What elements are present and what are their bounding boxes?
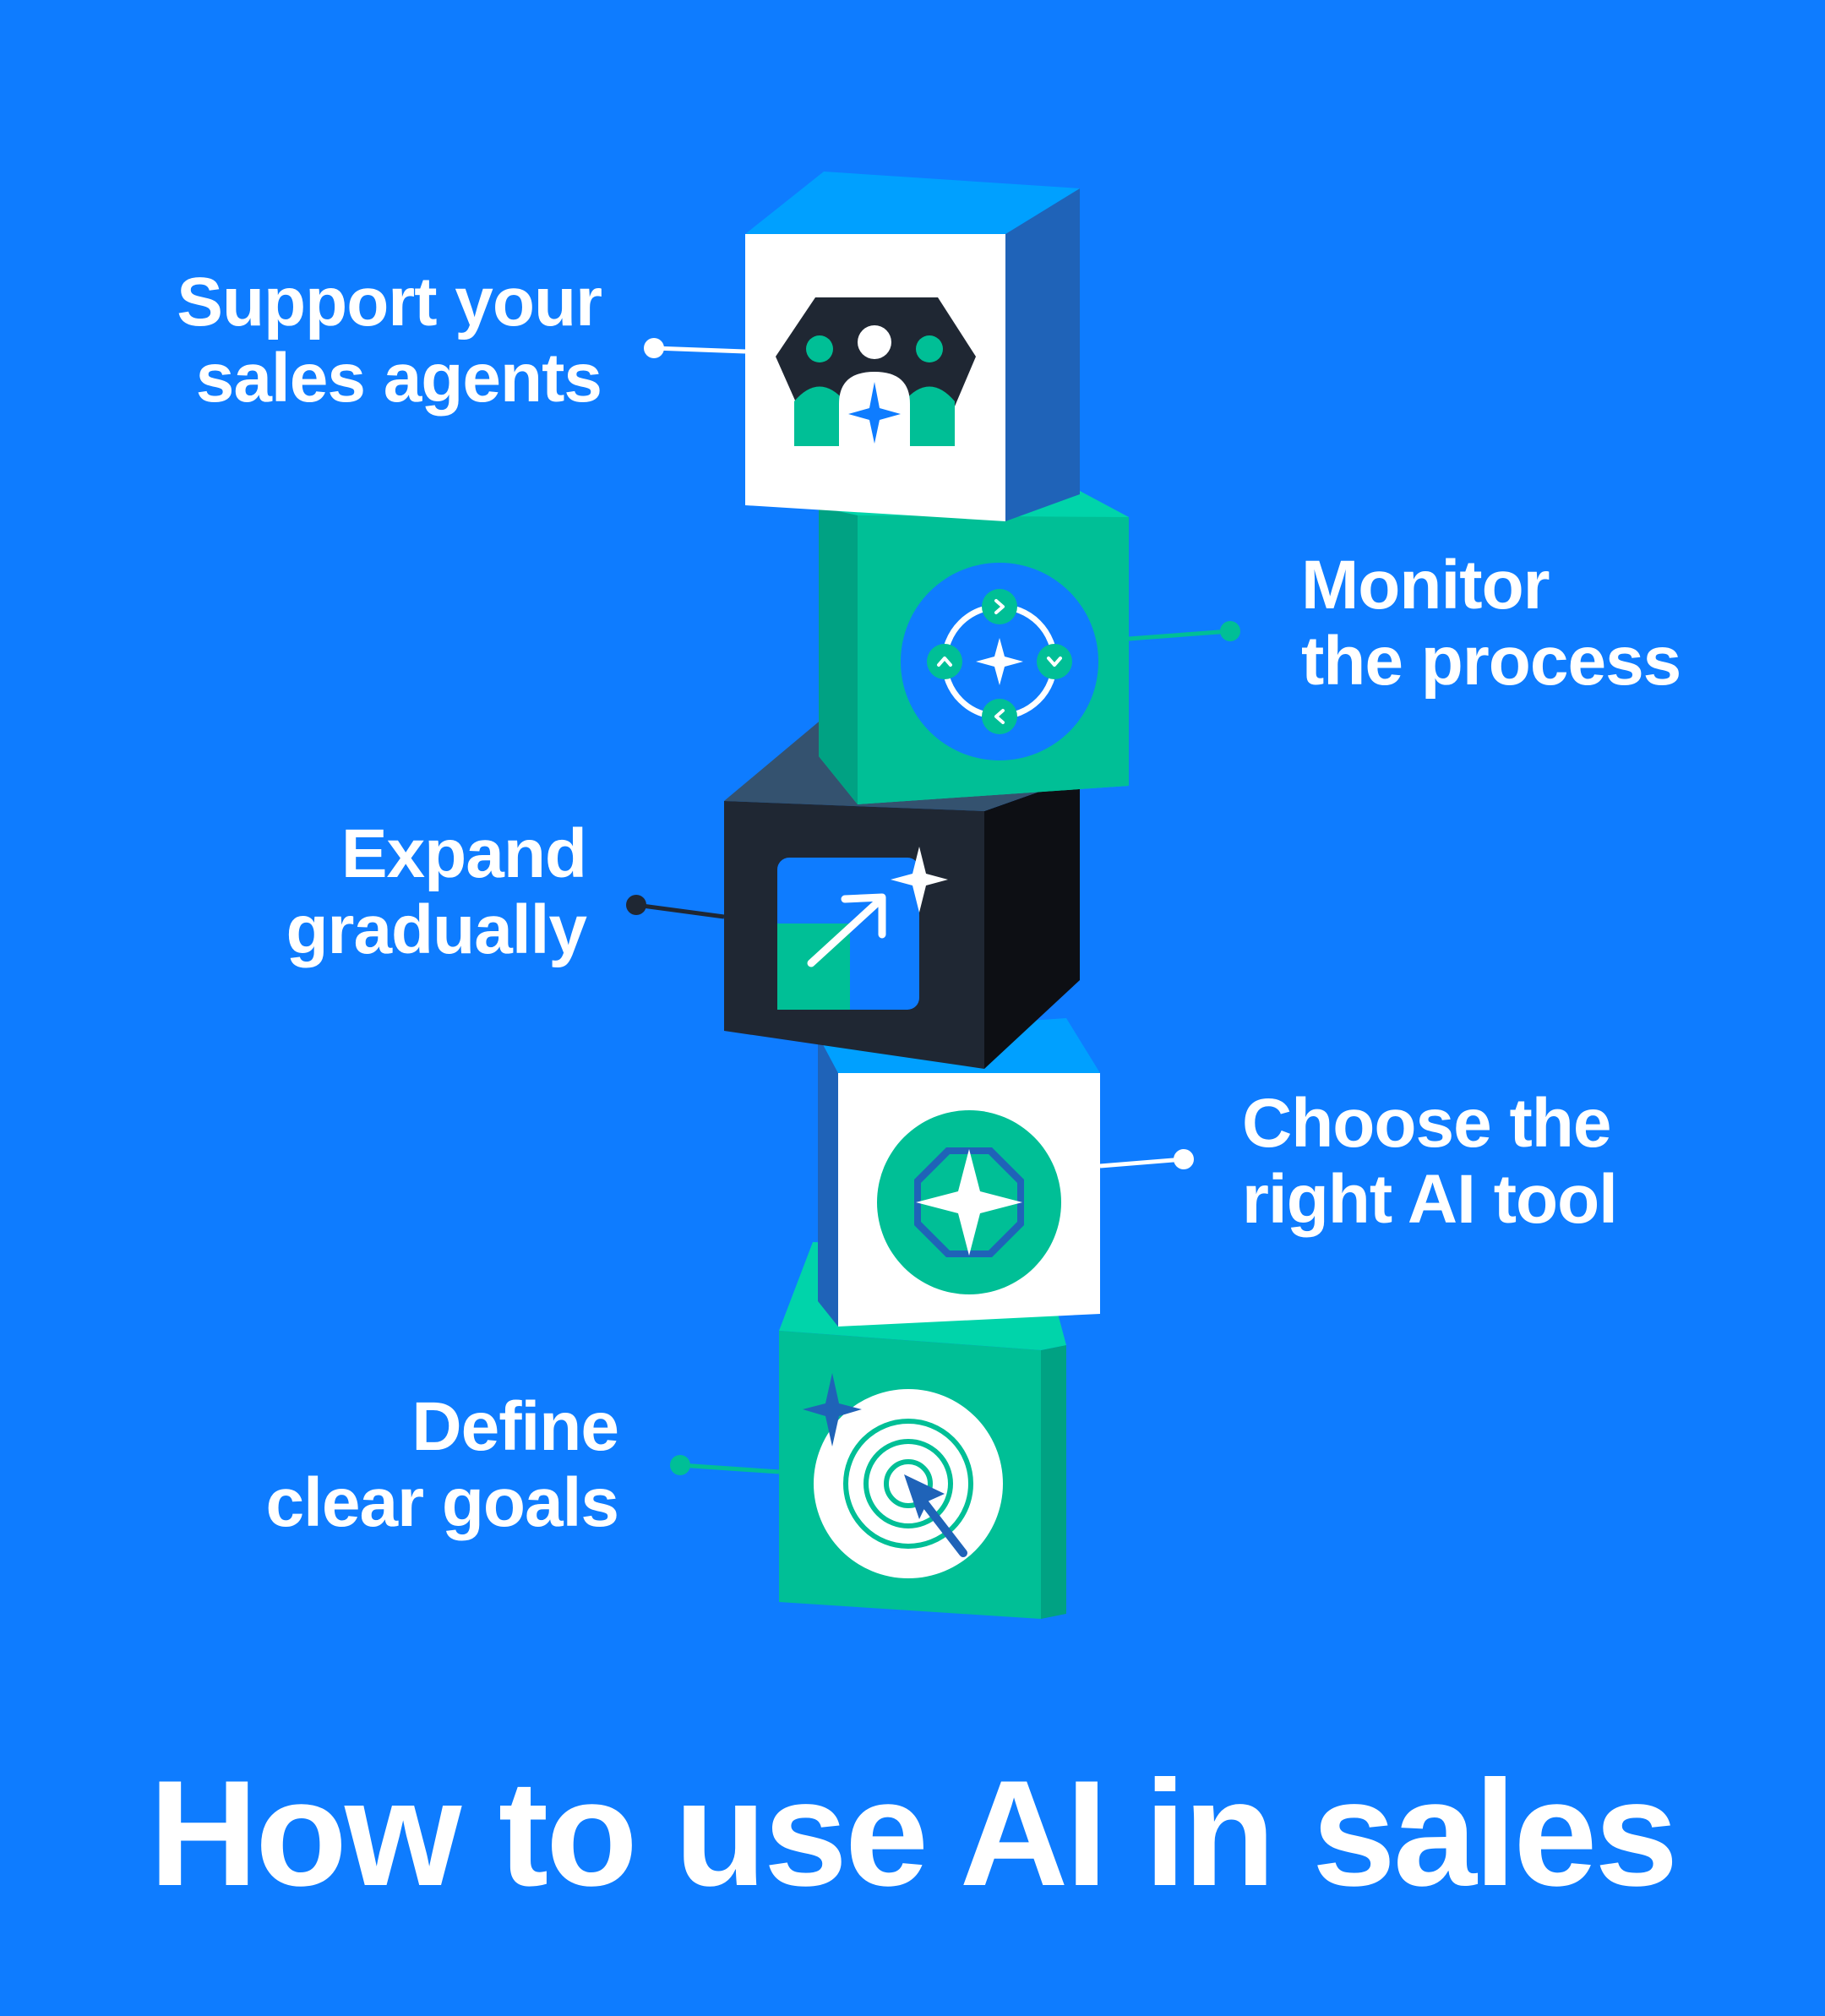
label-define-goals: Define clear goals <box>265 1388 619 1541</box>
connector-define-goals <box>670 1455 780 1475</box>
page-title: How to use AI in sales <box>149 1749 1679 1917</box>
block-choose-tool <box>818 1018 1100 1327</box>
connector-expand-gradually <box>626 895 725 919</box>
block-support-agents <box>745 172 1080 521</box>
crosshair-sparkle-icon <box>901 563 1098 760</box>
label-choose-tool-line1: Choose the <box>1242 1085 1611 1162</box>
label-define-goals-line2: clear goals <box>265 1464 619 1541</box>
connector-monitor-process <box>1128 621 1240 641</box>
team-sparkle-icon <box>776 297 976 446</box>
label-define-goals-line1: Define <box>411 1388 619 1465</box>
label-expand-gradually-line2: gradually <box>286 891 587 968</box>
label-choose-tool-line2: right AI tool <box>1242 1161 1618 1238</box>
label-monitor-process-line1: Monitor <box>1301 547 1550 624</box>
target-cursor-icon <box>803 1373 1003 1578</box>
label-monitor-process: Monitor the process <box>1301 548 1681 700</box>
label-expand-gradually-line1: Expand <box>340 815 587 892</box>
block-monitor-process <box>819 452 1129 804</box>
label-monitor-process-line2: the process <box>1301 623 1681 700</box>
growth-arrow-icon <box>777 847 948 1010</box>
connector-support-agents <box>644 338 746 358</box>
label-support-agents-line1: Support your <box>177 264 602 341</box>
label-support-agents-line2: sales agents <box>195 340 602 417</box>
label-choose-tool: Choose the right AI tool <box>1242 1085 1618 1238</box>
label-expand-gradually: Expand gradually <box>286 815 587 968</box>
connector-choose-tool <box>1099 1149 1194 1169</box>
label-support-agents: Support your sales agents <box>177 264 602 417</box>
sparkle-badge-icon <box>877 1110 1061 1294</box>
